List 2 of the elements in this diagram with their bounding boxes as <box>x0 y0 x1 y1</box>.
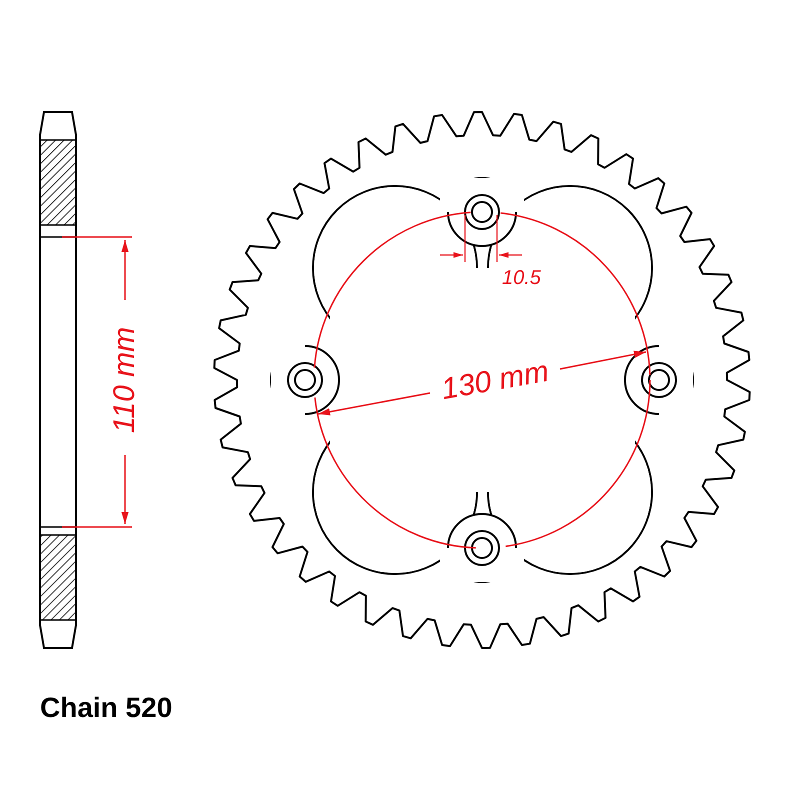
chain-size-label: Chain 520 <box>40 694 172 722</box>
dimension-label: 10.5 <box>502 268 541 288</box>
